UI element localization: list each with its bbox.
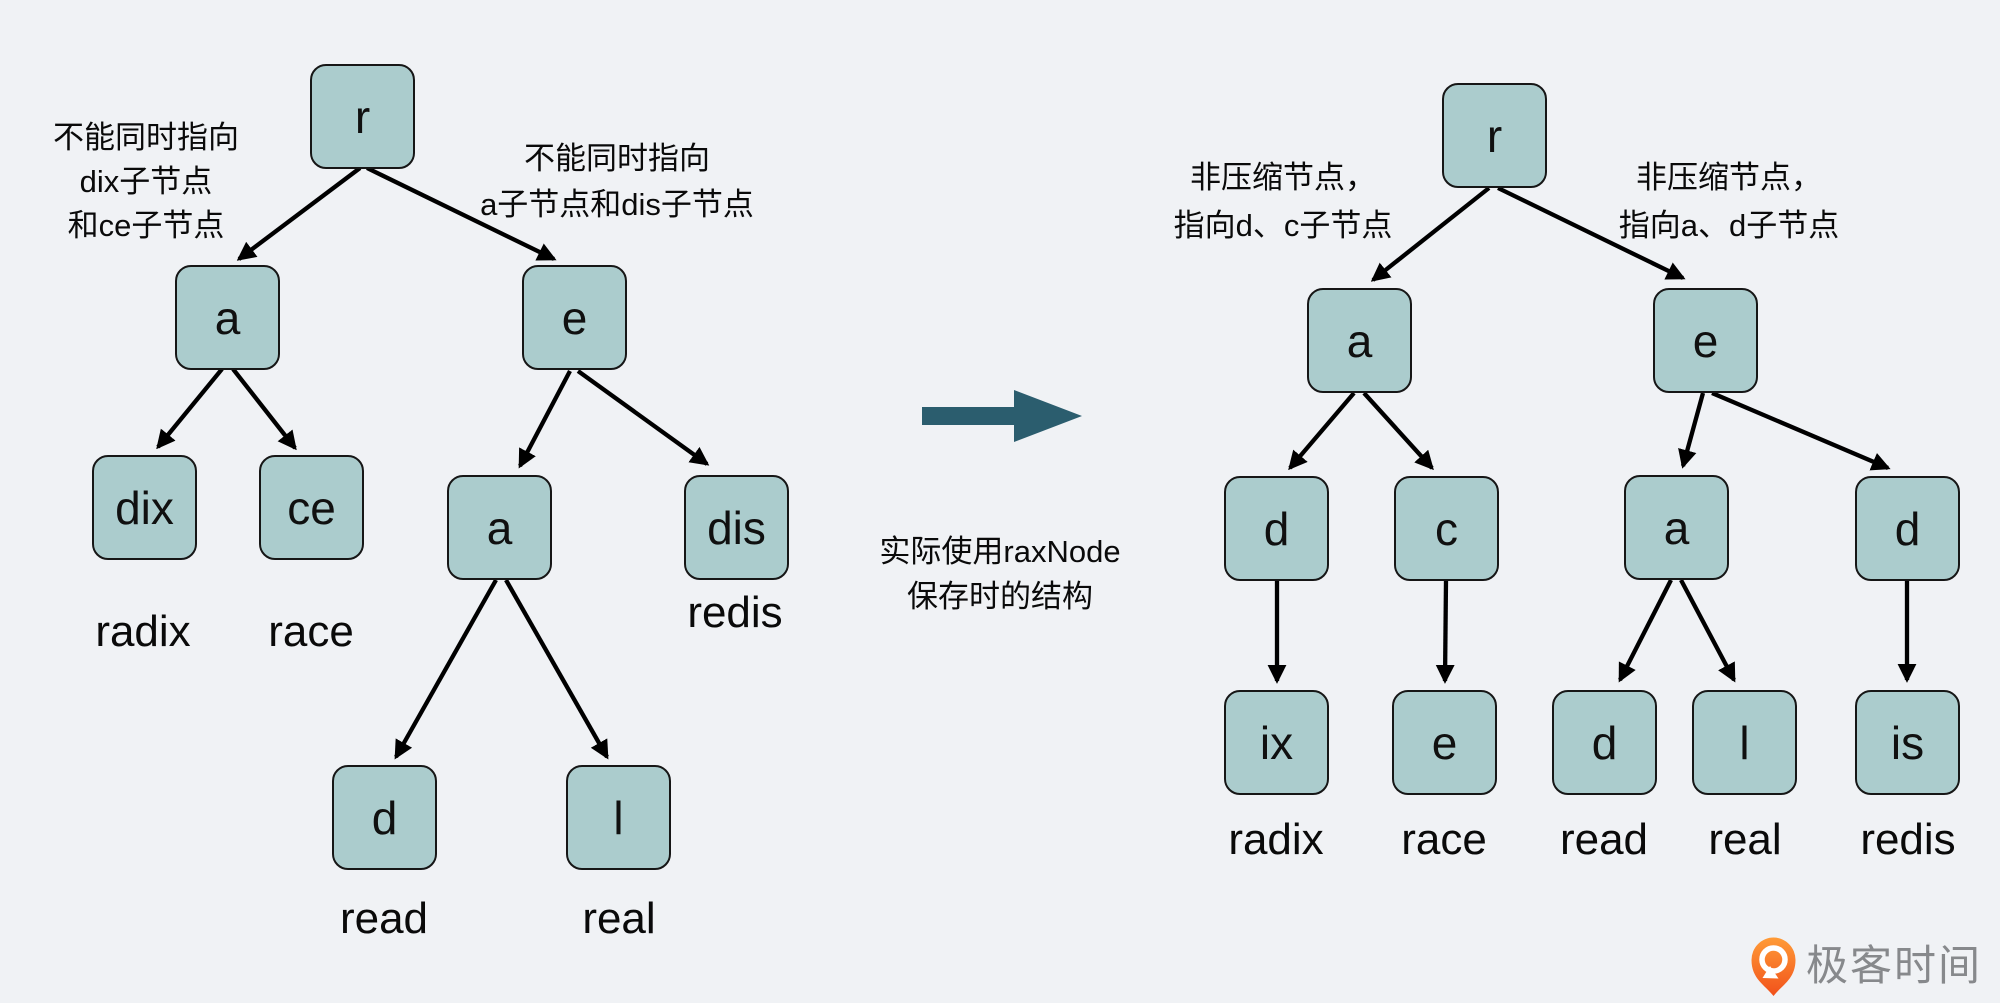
word-label-read: read [1559,815,1649,864]
left-tree-node-a: a [175,265,280,370]
annotation-line: 和ce子节点 [67,208,225,243]
word-label-race: race [1401,815,1487,864]
right-tree-node-r: r [1442,83,1547,188]
right-tree-node-is: is [1855,690,1960,795]
transition-caption: 实际使用raxNode 保存时的结构 [879,529,1120,619]
word-label-radix: radix [95,607,191,656]
edge-arrow [1362,391,1434,471]
left-tree-node-dix: dix [92,455,197,560]
word-label-real: real [1708,815,1782,864]
left-tree-node-dis: dis [684,475,789,580]
brand-text: 极客时间 [1806,942,1983,989]
word-label-redis: redis [1860,815,1956,864]
edge-arrow [1618,579,1673,683]
edge-arrow [236,166,362,261]
left-tree-node-d: d [332,765,437,870]
right-tree-node-d: d [1224,476,1329,581]
annotation-left-cannot-point: 不能同时指向 dix子节点 和ce子节点 [53,116,239,248]
transform-arrow-icon [922,390,1082,442]
right-tree-node-a2: a [1624,475,1729,580]
right-tree-node-l: l [1692,690,1797,795]
edge-arrow [1288,391,1356,471]
edge-arrow [366,166,557,261]
annotation-noncompressed-left: 非压缩节点， 指向d、c子节点 [1174,154,1393,250]
word-label-radix: radix [1228,815,1324,864]
right-tree-node-e: e [1653,288,1758,393]
annotation-line: 指向a、d子节点 [1618,208,1840,243]
edge-arrow [156,367,224,450]
right-tree-node-c: c [1394,476,1499,581]
right-tree-node-d2: d [1855,476,1960,581]
word-label-real: real [582,894,656,943]
edge-arrow [1711,391,1891,471]
annotation-line: 指向d、c子节点 [1173,208,1393,243]
edge-arrow [394,578,498,760]
annotation-line: 非压缩节点， [1190,160,1376,195]
right-tree-node-ix: ix [1224,690,1329,795]
annotation-line: a子节点和dis子节点 [480,187,754,222]
annotation-line: 不能同时指向 [524,141,710,176]
annotation-line: dix子节点 [79,164,213,199]
annotation-noncompressed-right: 非压缩节点， 指向a、d子节点 [1619,154,1839,250]
word-label-redis: redis [687,588,783,637]
edge-arrow [518,369,572,469]
right-tree-node-e2: e [1392,690,1497,795]
edge-arrow [231,367,297,451]
left-tree-node-a2: a [447,475,552,580]
caption-line: 实际使用raxNode [879,534,1121,569]
left-tree-node-e: e [522,265,627,370]
edge-arrow [504,578,609,760]
caption-line: 保存时的结构 [907,579,1093,614]
edge-arrow [1370,186,1491,282]
left-tree-node-l: l [566,765,671,870]
annotation-line: 不能同时指向 [53,120,239,155]
edge-arrow [1678,392,1706,469]
word-label-race: race [268,607,354,656]
edge-arrow [576,369,710,466]
left-tree-node-ce: ce [259,455,364,560]
annotation-right-cannot-point: 不能同时指向 a子节点和dis子节点 [480,136,754,228]
edge-arrow [1497,186,1686,280]
edge-arrow [1435,579,1455,684]
geektime-logo-icon [1751,937,1796,996]
left-tree-node-r: r [310,64,415,169]
edge-arrow [1679,578,1736,683]
right-tree-node-a: a [1307,288,1412,393]
right-tree-node-d3: d [1552,690,1657,795]
annotation-line: 非压缩节点， [1635,160,1822,195]
word-label-read: read [339,894,429,943]
